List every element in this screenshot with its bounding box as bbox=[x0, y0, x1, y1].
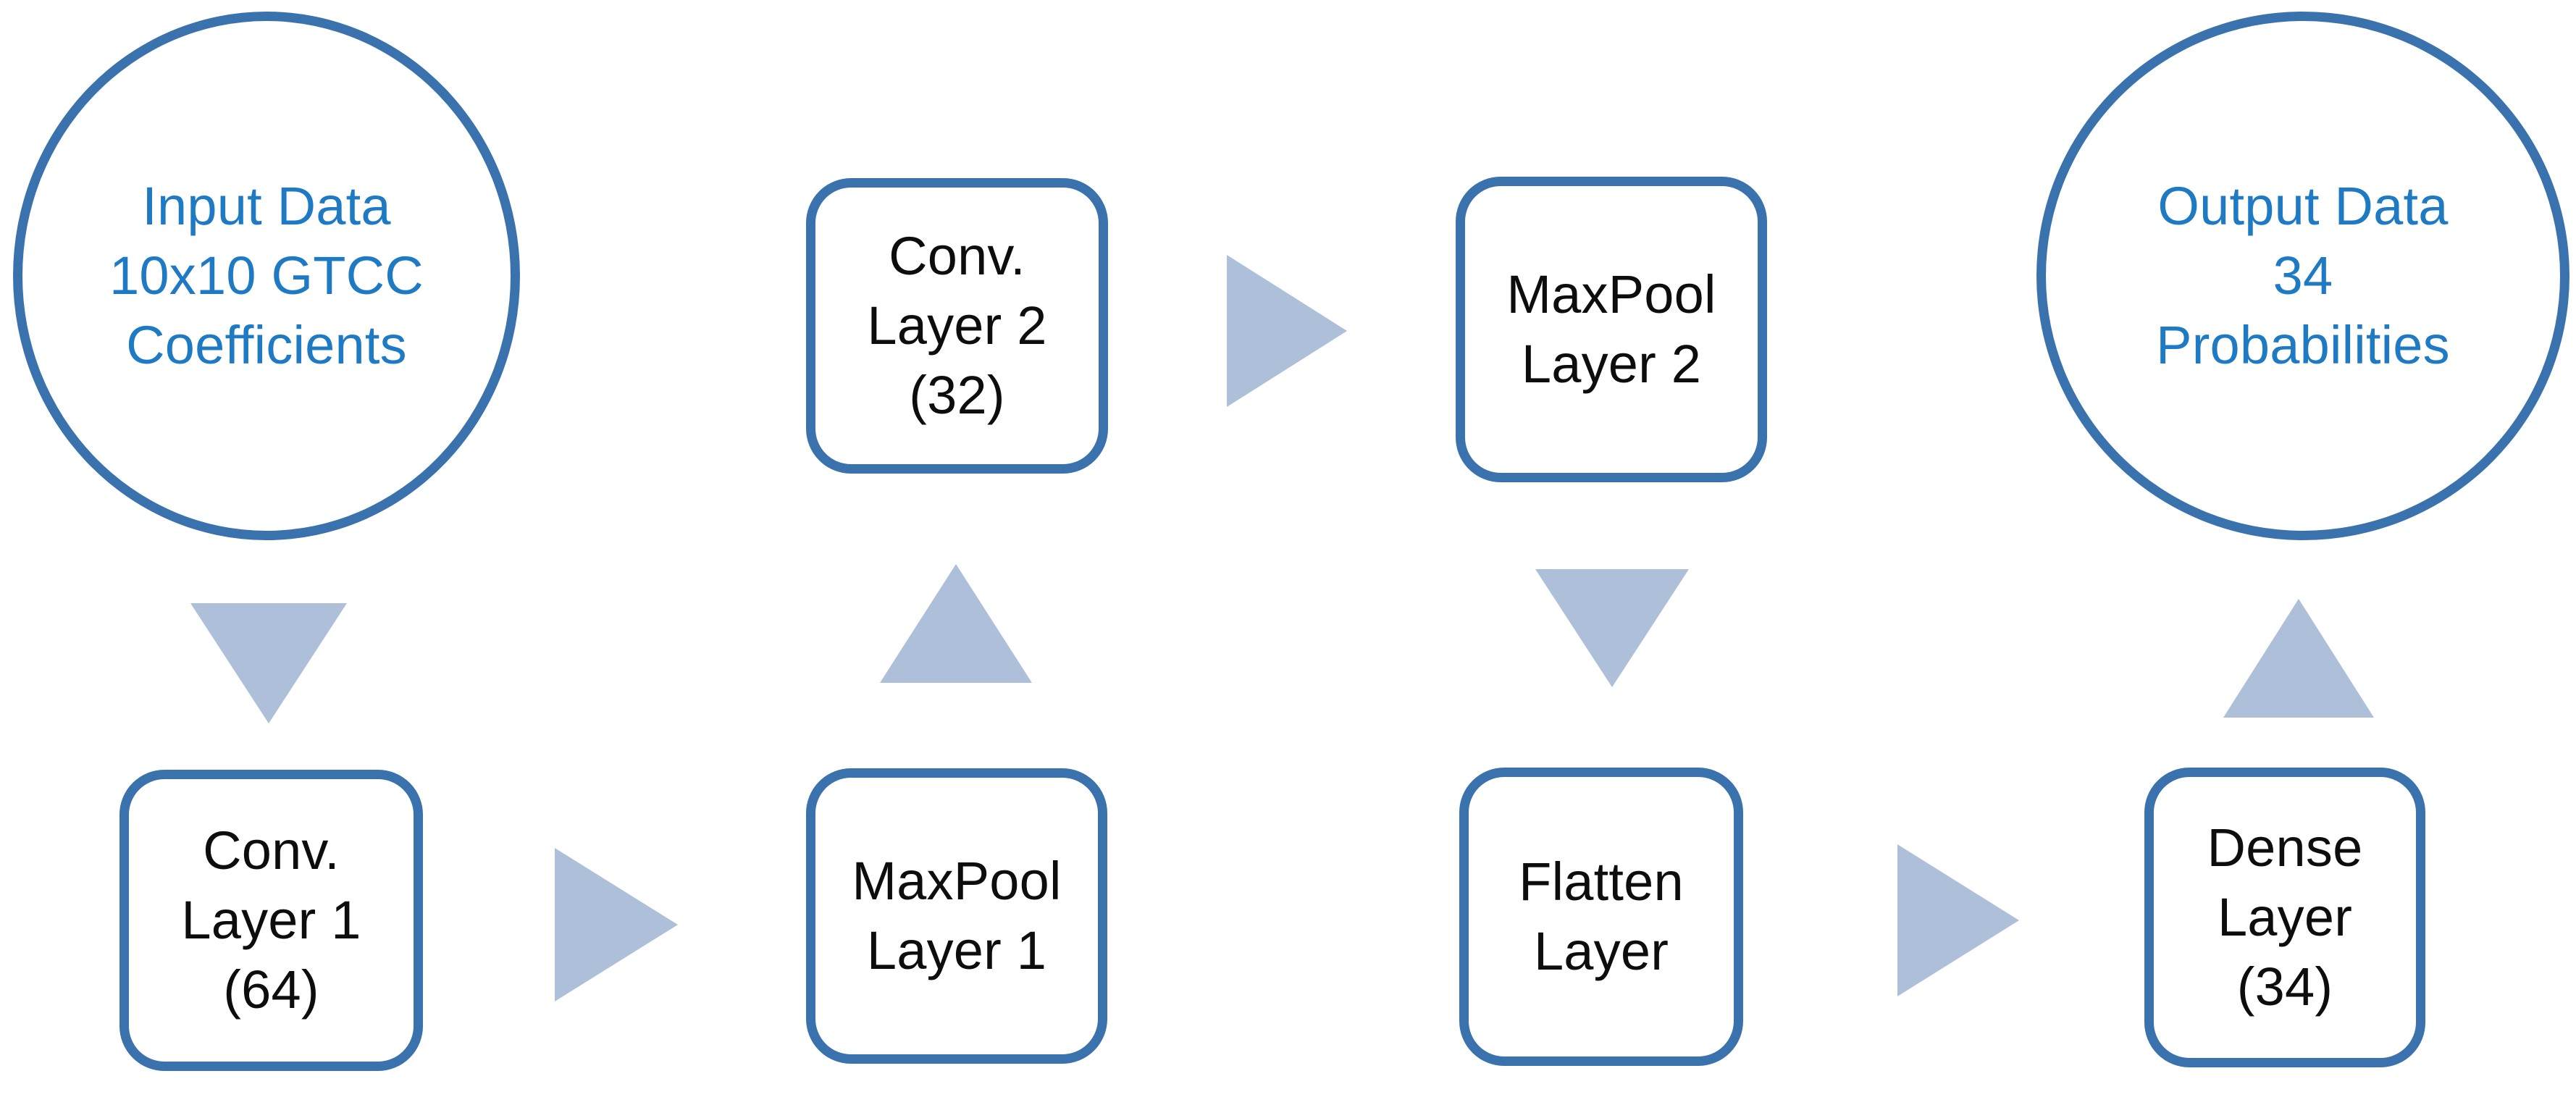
node-label-maxpool-layer-1: MaxPool Layer 1 bbox=[852, 850, 1062, 980]
node-label-maxpool-layer-2: MaxPool Layer 2 bbox=[1506, 264, 1716, 394]
node-conv-layer-2[interactable]: Conv. Layer 2 (32) bbox=[806, 178, 1108, 474]
node-label-output-data: Output Data 34 Probabilities bbox=[2156, 175, 2450, 376]
node-label-dense-layer: Dense Layer (34) bbox=[2207, 817, 2363, 1017]
node-label-input-data: Input Data 10x10 GTCC Coefficients bbox=[109, 175, 424, 376]
node-maxpool-layer-2[interactable]: MaxPool Layer 2 bbox=[1456, 177, 1767, 482]
node-flatten-layer[interactable]: Flatten Layer bbox=[1459, 768, 1743, 1066]
node-label-conv-layer-2: Conv. Layer 2 (32) bbox=[867, 225, 1047, 426]
arrow-up-icon bbox=[2223, 599, 2374, 718]
arrow-right-icon bbox=[555, 848, 678, 1001]
arrow-down-icon bbox=[190, 603, 347, 723]
node-label-conv-layer-1: Conv. Layer 1 (64) bbox=[181, 820, 361, 1020]
arrow-up-icon bbox=[880, 564, 1032, 683]
node-label-flatten-layer: Flatten Layer bbox=[1519, 851, 1684, 981]
node-input-data[interactable]: Input Data 10x10 GTCC Coefficients bbox=[13, 12, 520, 540]
arrow-right-icon bbox=[1227, 255, 1347, 407]
arrow-right-icon bbox=[1897, 844, 2019, 996]
node-conv-layer-1[interactable]: Conv. Layer 1 (64) bbox=[119, 770, 423, 1071]
arrow-down-icon bbox=[1535, 569, 1689, 687]
node-output-data[interactable]: Output Data 34 Probabilities bbox=[2036, 12, 2569, 540]
node-maxpool-layer-1[interactable]: MaxPool Layer 1 bbox=[806, 768, 1107, 1064]
node-dense-layer[interactable]: Dense Layer (34) bbox=[2144, 768, 2425, 1067]
